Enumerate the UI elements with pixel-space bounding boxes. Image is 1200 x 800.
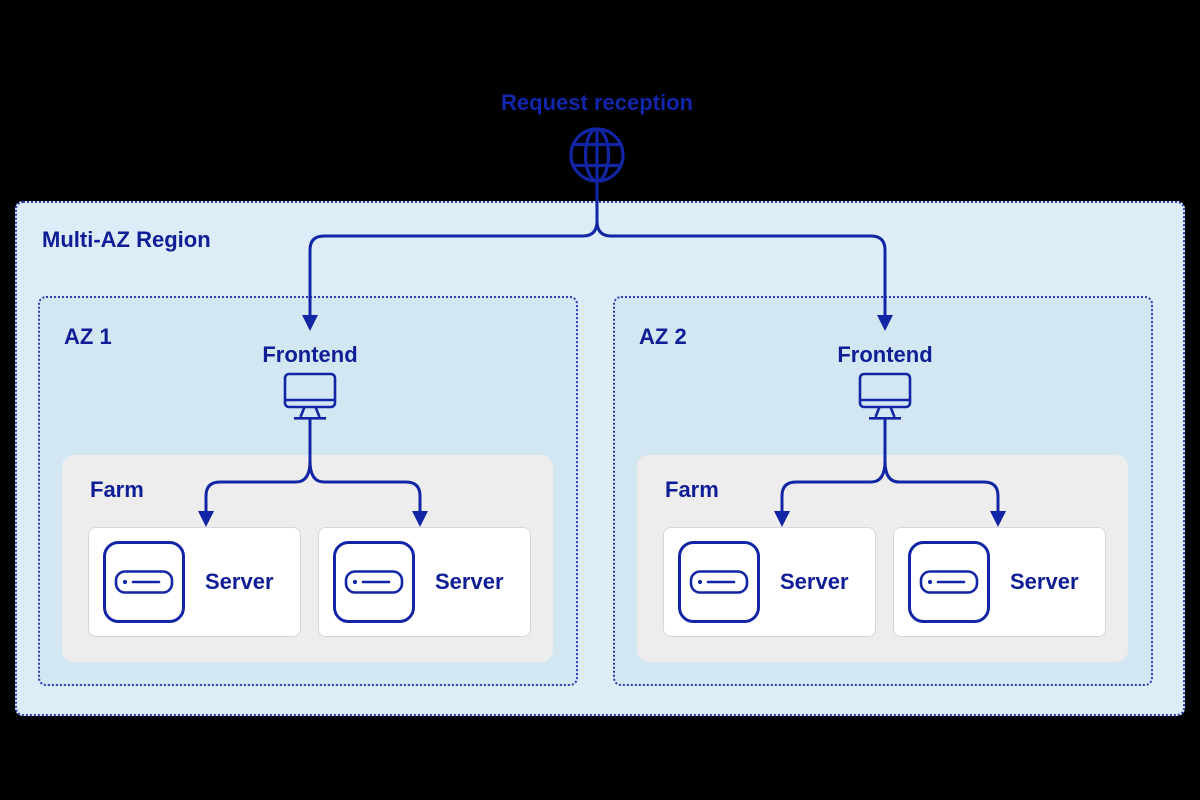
zone-label-az2: AZ 2 — [639, 324, 687, 349]
server-card: Server — [663, 527, 876, 637]
zone-box-az1: AZ 1 Frontend Farm — [38, 296, 578, 686]
farm-box-az1: Farm Server — [62, 455, 553, 662]
zone-box-az2: AZ 2 Frontend Farm — [613, 296, 1153, 686]
farm-label: Farm — [90, 477, 144, 502]
region-label: Multi-AZ Region — [42, 227, 211, 252]
frontend-label-az1: Frontend — [262, 342, 358, 367]
globe-icon — [567, 126, 627, 186]
monitor-icon — [282, 372, 338, 420]
farm-label: Farm — [665, 477, 719, 502]
server-card: Server — [893, 527, 1106, 637]
farm-box-az2: Farm Server — [637, 455, 1128, 662]
server-label: Server — [1010, 569, 1079, 594]
frontend-label-az2: Frontend — [837, 342, 933, 367]
server-appliance-icon — [332, 540, 416, 624]
server-appliance-icon — [907, 540, 991, 624]
zone-label-az1: AZ 1 — [64, 324, 112, 349]
server-label: Server — [780, 569, 849, 594]
monitor-icon — [857, 372, 913, 420]
server-label: Server — [205, 569, 274, 594]
server-card: Server — [318, 527, 531, 637]
server-appliance-icon — [677, 540, 761, 624]
server-label: Server — [435, 569, 504, 594]
server-appliance-icon — [102, 540, 186, 624]
region-box: Multi-AZ Region AZ 1 Frontend Farm — [15, 201, 1185, 716]
diagram-title: Request reception — [501, 90, 693, 115]
server-card: Server — [88, 527, 301, 637]
